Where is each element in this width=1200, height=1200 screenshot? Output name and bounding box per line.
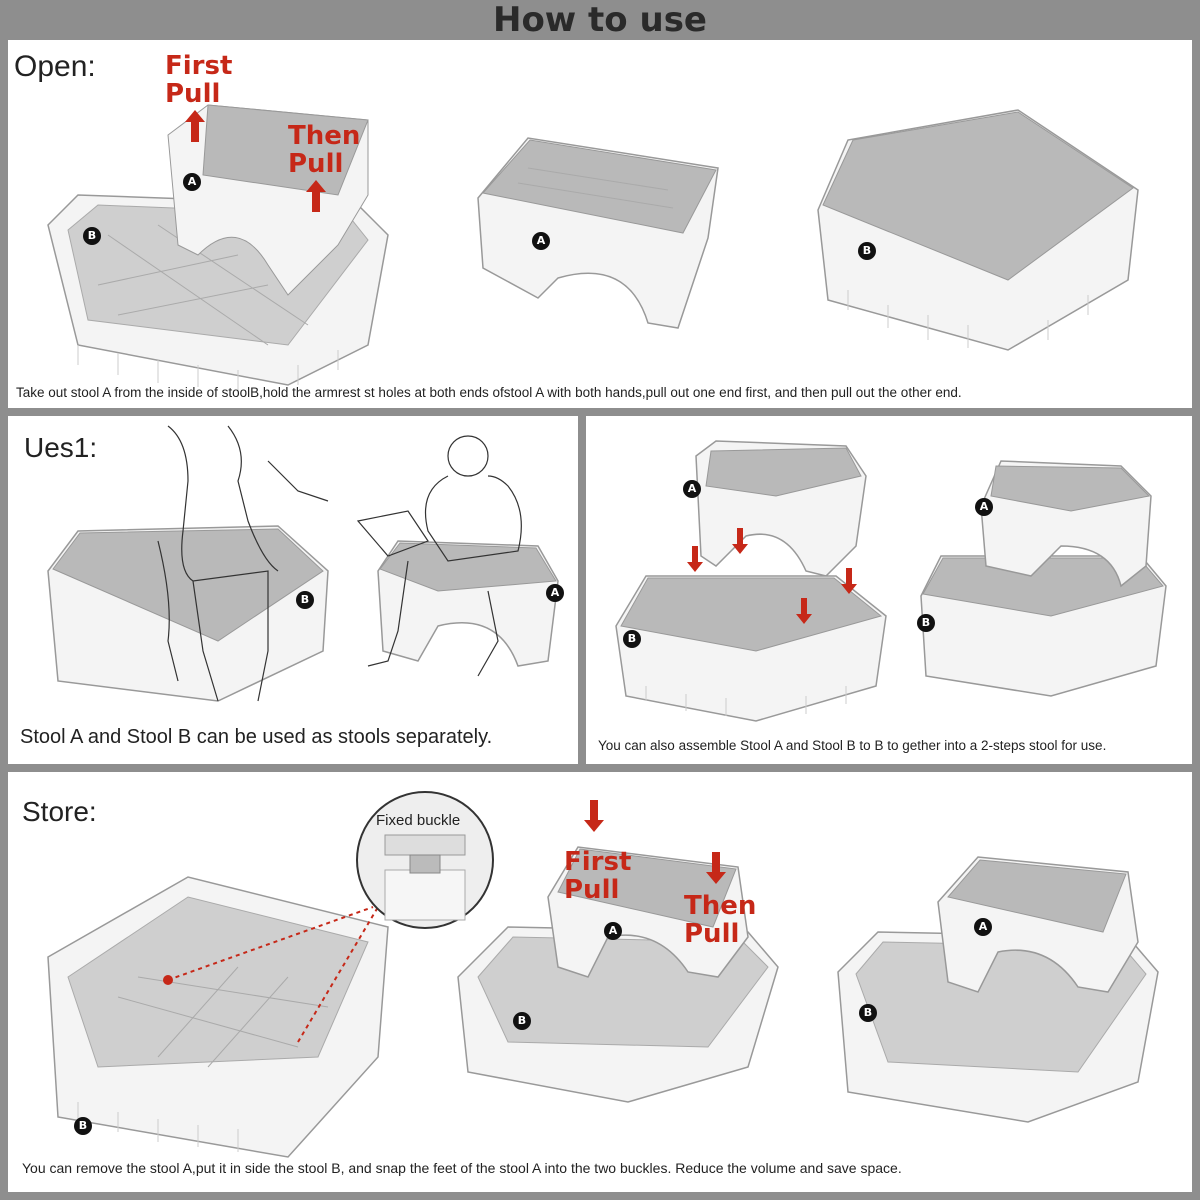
down-arrow-icon [796, 598, 812, 624]
first-pull-label: First Pull [165, 51, 233, 109]
stool-b-badge: B [858, 242, 876, 260]
stool-a-badge: A [532, 232, 550, 250]
stool-b-illustration [817, 109, 1139, 351]
open-header: Open: [14, 50, 96, 83]
stool-b-badge: B [623, 630, 641, 648]
stool-b-badge: B [74, 1117, 92, 1135]
stool-a-badge: A [183, 173, 201, 191]
down-arrow-icon [732, 528, 748, 554]
down-arrow-icon [687, 546, 703, 572]
stool-a-badge: A [975, 498, 993, 516]
stool-b-badge: B [513, 1012, 531, 1030]
assembled-two-step-illustration [920, 460, 1167, 697]
stool-a-with-child-illustration [356, 435, 559, 677]
first-pull-label: First Pull [564, 847, 632, 905]
stool-a-storing-illustration [457, 846, 779, 1103]
down-arrow-icon [706, 852, 726, 884]
stool-a-stored-illustration [837, 856, 1159, 1123]
open-panel: Open: First Pull Then Pull A B A B Take … [8, 40, 1192, 408]
stool-b-badge: B [859, 1004, 877, 1022]
stool-b-badge: B [296, 591, 314, 609]
down-arrow-icon [841, 568, 857, 594]
stool-b-badge: B [83, 227, 101, 245]
use1-header: Ues1: [24, 432, 98, 463]
stool-a-badge: A [974, 918, 992, 936]
use2-caption: You can also assemble Stool A and Stool … [598, 738, 1107, 753]
then-pull-label: Then Pull [288, 121, 361, 179]
stool-a-badge: A [546, 584, 564, 602]
open-caption: Take out stool A from the inside of stoo… [16, 385, 962, 400]
stool-b-badge: B [917, 614, 935, 632]
up-arrow-icon [306, 180, 326, 212]
stool-a-in-b-illustration [47, 104, 389, 390]
stool-b-with-child-illustration [47, 425, 329, 702]
fixed-buckle-label: Fixed buckle [376, 812, 461, 829]
page-title: How to use [492, 0, 707, 40]
fixed-buckle-magnifier [356, 791, 494, 929]
use2-panel: A B A B You can also assemble Stool A an… [586, 416, 1192, 764]
down-arrow-icon [584, 800, 604, 832]
use1-panel: Ues1: B A Stool A and Stool B can be use… [8, 416, 578, 764]
store-caption: You can remove the stool A,put it in sid… [22, 1160, 902, 1176]
empty-stool-b-illustration [47, 876, 389, 1158]
assembly-exploded-illustration [615, 440, 887, 722]
store-panel: Store: B Fixed buckle First Pull Then Pu… [8, 772, 1192, 1192]
use1-caption: Stool A and Stool B can be used as stool… [20, 726, 493, 748]
up-arrow-icon [185, 110, 205, 142]
then-pull-label: Then Pull [684, 891, 757, 949]
stool-a-badge: A [683, 480, 701, 498]
store-header: Store: [22, 796, 97, 827]
stool-a-badge: A [604, 922, 622, 940]
stool-a-illustration [477, 137, 719, 329]
